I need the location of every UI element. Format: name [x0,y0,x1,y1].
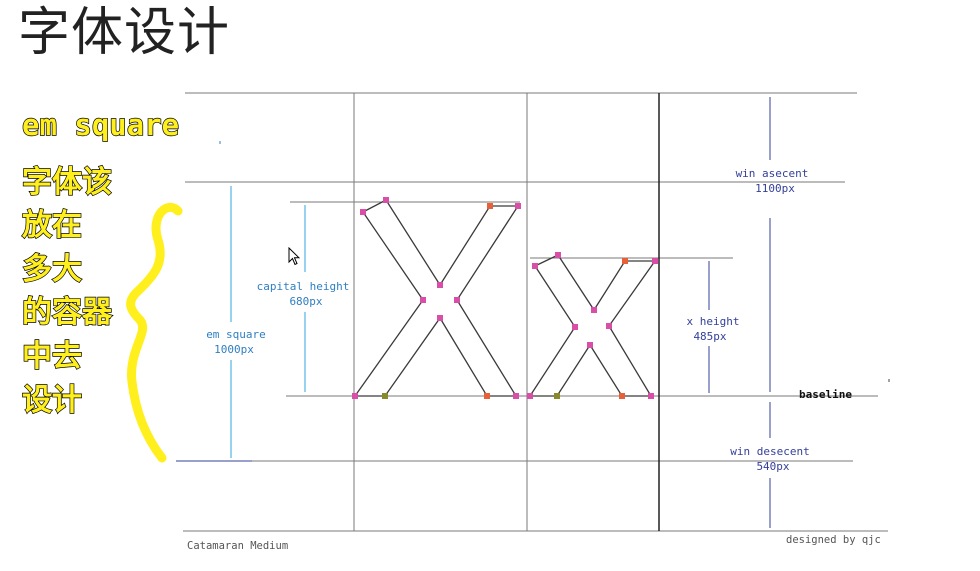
win-descent-label: win desecent [730,445,809,458]
vertical-guides [353,93,660,531]
glyph-capital-x [353,199,520,397]
node [532,263,538,269]
cap-height-value: 680px [289,295,322,308]
em-square-value: 1000px [214,343,254,356]
annotation-line: 放在 [21,208,82,243]
node [554,393,560,399]
node [352,393,358,399]
node [420,297,426,303]
baseline-label: baseline [799,388,852,401]
win-descent-value: 540px [756,460,789,473]
node [454,297,460,303]
horizontal-guides [176,92,888,532]
node [619,393,625,399]
node [527,393,533,399]
node [591,307,597,313]
node [606,323,612,329]
node [587,342,593,348]
node [622,258,628,264]
annotation-line: 设计 [21,383,82,418]
font-name-label: Catamaran Medium [187,540,288,552]
annotation-em-square: em square [21,107,180,142]
measurement-lines [176,97,771,528]
yellow-brace-annotation [126,202,183,463]
x-height-label: x height [687,315,740,328]
win-ascent-value: 1100px [755,182,795,195]
node [382,393,388,399]
slide-title: 字体设计 [18,3,231,63]
glyph-lowercase-x [528,254,657,397]
annotation-line: 字体该 [21,165,112,200]
node [437,282,443,288]
node [648,393,654,399]
node [513,393,519,399]
node [383,197,389,203]
em-square-label: em square [206,328,266,341]
node [437,315,443,321]
node [360,209,366,215]
node [555,252,561,258]
annotation-line: 的容器 [21,295,112,330]
glyph-nodes [352,197,658,399]
node [652,258,658,264]
win-ascent-label: win asecent [736,167,809,180]
x-height-value: 485px [693,330,726,343]
node [484,393,490,399]
node [572,324,578,330]
node [515,203,521,209]
cap-height-label: capital height [257,280,350,293]
node [487,203,493,209]
annotation-line: 多大 [21,252,82,287]
credit-label: designed by qjc [786,534,881,546]
annotation-line: 中去 [21,339,82,374]
mouse-cursor-icon [288,247,300,266]
